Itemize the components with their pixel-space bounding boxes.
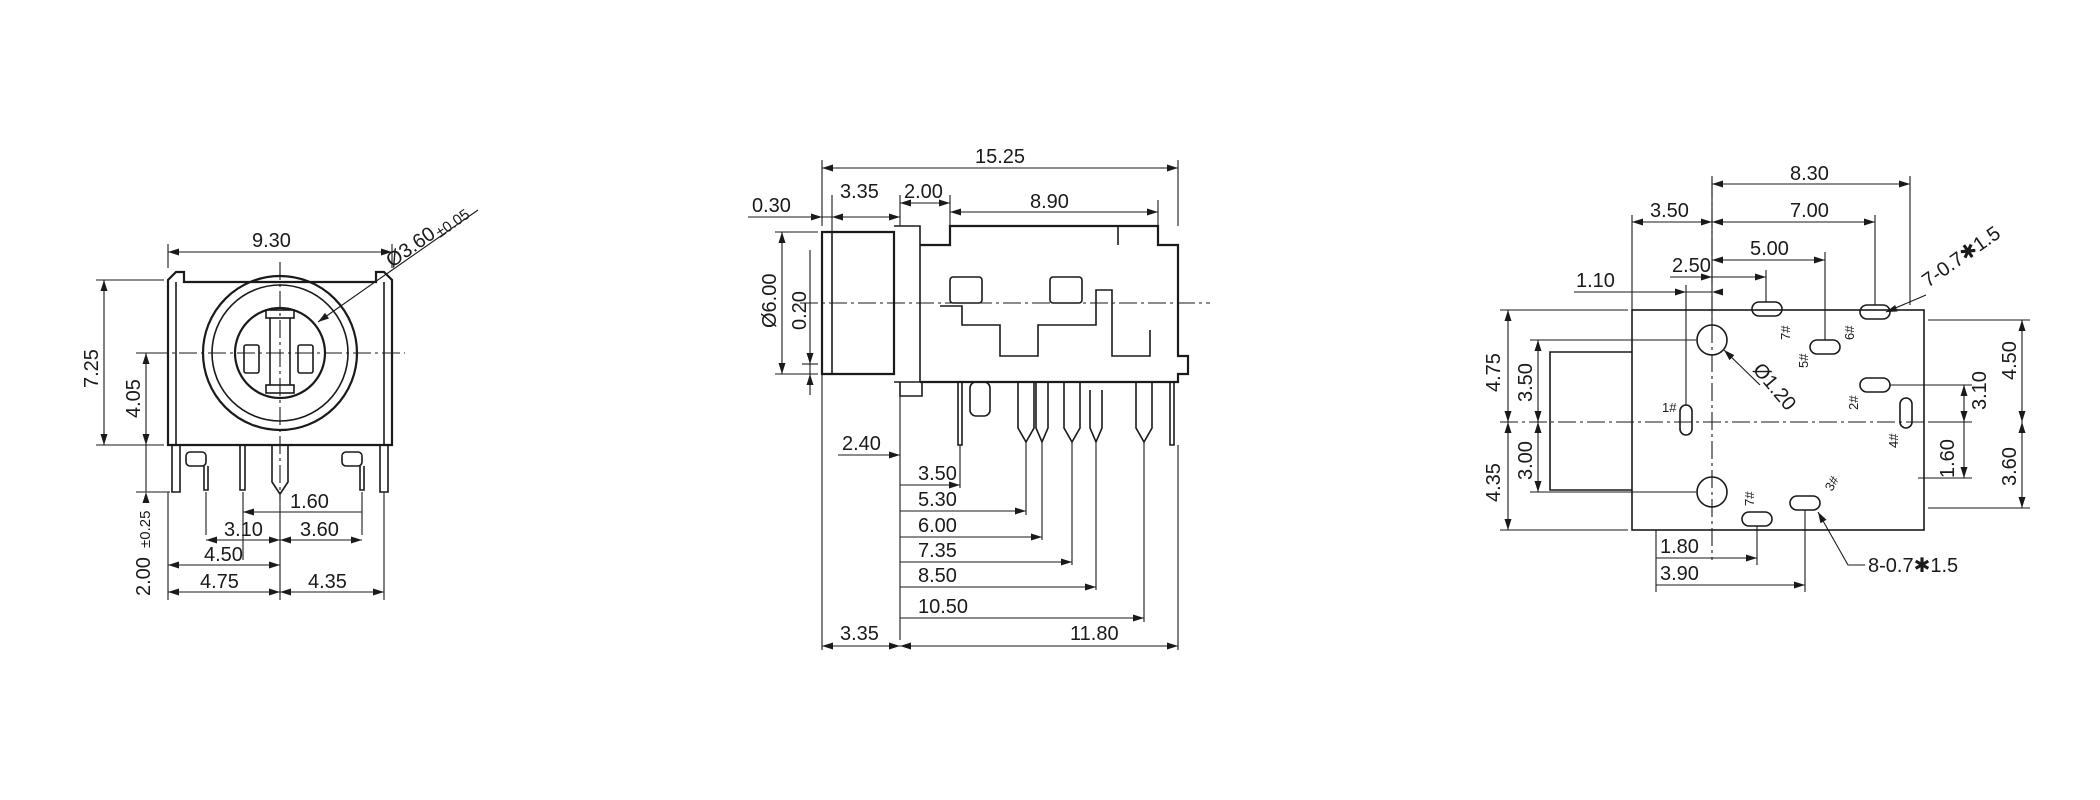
pin-label-1: 1# bbox=[1662, 400, 1677, 415]
side-window-right bbox=[1049, 276, 1083, 304]
slot-5 bbox=[1809, 339, 1841, 355]
side-view: 15.25 0.30 3.35 2.00 8.90 Ø6.00 0.20 bbox=[748, 146, 1210, 650]
slot-7b bbox=[1741, 511, 1773, 527]
dim-pcb-2-50: 2.50 bbox=[1672, 255, 1711, 277]
side-pin-6 bbox=[1135, 382, 1153, 444]
pin-label-3: 3# bbox=[1822, 473, 1843, 494]
dim-pin-offset-b: 3.10 bbox=[224, 519, 263, 541]
dim-step: 2.00 bbox=[904, 181, 943, 203]
dim-hole-tol: ±0.05 bbox=[433, 206, 473, 241]
dim-stub: 2.40 bbox=[842, 433, 881, 455]
slot-4 bbox=[1899, 397, 1913, 429]
front-body-outline bbox=[166, 270, 394, 447]
dim-pcb-left-upper-inner: 3.50 bbox=[1515, 363, 1537, 402]
dim-front-width: 9.30 bbox=[252, 230, 291, 252]
dim-barrel-dia: Ø6.00 bbox=[759, 274, 781, 328]
dim-flange: 3.35 bbox=[840, 181, 879, 203]
dim-pin-10-50: 10.50 bbox=[918, 596, 968, 618]
dim-pin-length: 2.00 bbox=[133, 557, 155, 596]
front-contact-left bbox=[243, 344, 260, 374]
pin-label-4: 4# bbox=[1886, 433, 1901, 448]
dim-pcb-1-10: 1.10 bbox=[1576, 270, 1615, 292]
dim-pin-3-50: 3.50 bbox=[918, 463, 957, 485]
dim-overall-length: 15.25 bbox=[975, 146, 1025, 168]
dim-pin-offset-a: 1.60 bbox=[290, 491, 329, 513]
dim-pcb-overall: 8.30 bbox=[1790, 163, 1829, 185]
dim-pcb-left-lower: 4.35 bbox=[1483, 463, 1505, 502]
dim-lip: 0.20 bbox=[789, 291, 811, 330]
dim-center-height: 4.05 bbox=[123, 379, 145, 418]
slot-3 bbox=[1789, 495, 1821, 511]
dim-pin-5-30: 5.30 bbox=[918, 489, 957, 511]
front-foot-right bbox=[379, 445, 389, 493]
dim-front-offset: 0.30 bbox=[752, 195, 791, 217]
dim-bottom-span: 11.80 bbox=[1070, 623, 1119, 645]
pin-label-7b: 7# bbox=[1742, 491, 1757, 506]
dim-bottom-flange: 3.35 bbox=[840, 623, 879, 645]
dim-pin-length-tol: ±0.25 bbox=[137, 511, 154, 548]
dim-pcb-left-lower-inner: 3.00 bbox=[1515, 441, 1537, 480]
pin-label-6: 6# bbox=[1842, 325, 1857, 340]
dim-half-right: 4.35 bbox=[308, 571, 347, 593]
slot-6 bbox=[1859, 304, 1891, 320]
dim-pcb-bottom-3-90: 3.90 bbox=[1660, 563, 1699, 585]
front-pin-b bbox=[239, 445, 246, 491]
leader-hole-dia bbox=[317, 274, 386, 323]
side-window-left bbox=[949, 276, 983, 304]
front-view: 9.30 Ø3.60 ±0.05 7.25 4.05 2.00 ±0.25 bbox=[81, 206, 479, 600]
pin-label-7a: 7# bbox=[1778, 325, 1793, 340]
side-pin-5 bbox=[1089, 390, 1103, 445]
side-pin-1 bbox=[957, 382, 963, 446]
dim-pcb-bottom-1-80: 1.80 bbox=[1660, 536, 1699, 558]
dim-half-left: 4.75 bbox=[200, 571, 239, 593]
slot-2 bbox=[1859, 377, 1891, 393]
front-foot-left bbox=[171, 445, 181, 493]
dim-pcb-right-lower: 3.60 bbox=[1999, 447, 2021, 486]
dim-pcb-left-upper: 4.75 bbox=[1483, 353, 1505, 392]
pin-label-5: 5# bbox=[1796, 353, 1811, 368]
dim-pin-offset-d: 4.50 bbox=[204, 544, 243, 566]
dim-pin-offset-c: 3.60 bbox=[300, 519, 339, 541]
dim-slot-note-top: 7-0.7✱1.5 bbox=[1918, 222, 2004, 292]
dim-pcb-7-00: 7.00 bbox=[1790, 200, 1829, 222]
dim-pcb-5-00: 5.00 bbox=[1750, 238, 1789, 260]
dim-body-top: 8.90 bbox=[1030, 191, 1069, 213]
front-pin-a bbox=[203, 466, 209, 491]
dim-pin-7-35: 7.35 bbox=[918, 540, 957, 562]
front-pin-c bbox=[359, 466, 365, 491]
dim-pin-8-50: 8.50 bbox=[918, 565, 957, 587]
pcb-view: 1# 2# 3# 4# 5# 6# 7# 7# 8.30 3.50 7.00 5… bbox=[1483, 163, 2030, 592]
dim-pcb-hole-dia: Ø1.20 bbox=[1748, 359, 1800, 415]
pcb-hole-bottom bbox=[1696, 476, 1728, 508]
side-pin-3 bbox=[1035, 382, 1049, 445]
dim-pcb-to-center: 3.50 bbox=[1650, 200, 1689, 222]
pcb-outline bbox=[1631, 309, 1925, 531]
dim-pcb-right-upper: 4.50 bbox=[1999, 341, 2021, 380]
dim-pcb-right-upper-inner: 3.10 bbox=[1969, 371, 1991, 410]
front-contact-right bbox=[297, 344, 314, 374]
side-pin-2 bbox=[1017, 382, 1035, 444]
dim-hole-dia: Ø3.60 bbox=[382, 223, 439, 272]
side-barrel bbox=[820, 230, 896, 376]
pin-label-2: 2# bbox=[1846, 395, 1861, 410]
side-pin-4 bbox=[1063, 382, 1081, 444]
dim-slot-note-bottom: 8-0.7✱1.5 bbox=[1868, 555, 1958, 577]
slot-7a bbox=[1751, 301, 1783, 317]
side-body bbox=[920, 224, 1190, 384]
leader-slot-note-bottom bbox=[1817, 511, 1865, 566]
slot-1 bbox=[1679, 404, 1693, 436]
dim-front-height: 7.25 bbox=[81, 349, 103, 388]
dim-pcb-right-lower-inner: 1.60 bbox=[1937, 439, 1959, 478]
dim-pin-6-00: 6.00 bbox=[918, 515, 957, 537]
side-pin-7 bbox=[1169, 382, 1175, 446]
